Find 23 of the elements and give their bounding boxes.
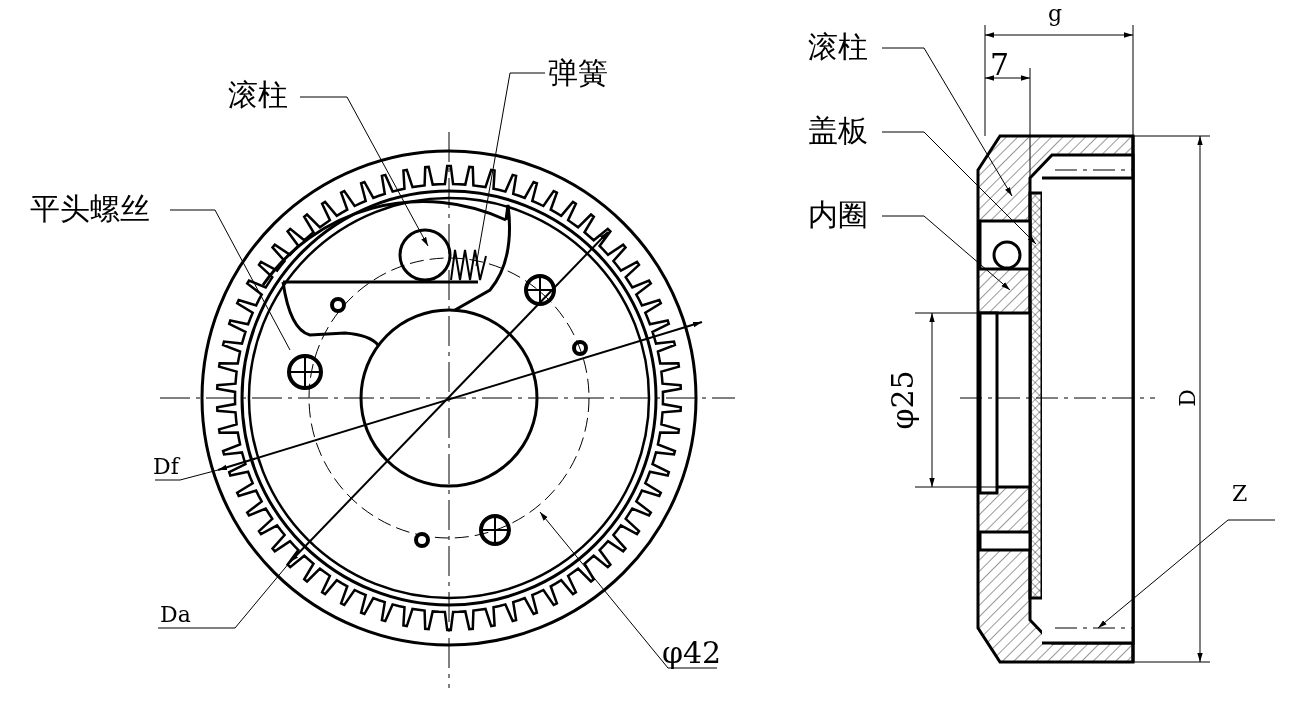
part-label: 滚柱 — [228, 78, 288, 112]
leader-line — [169, 209, 291, 351]
leader-line — [881, 131, 1037, 245]
dimension-value: φ25 — [886, 370, 920, 430]
part-label: φ42 — [662, 636, 722, 670]
part-label: 内圈 — [808, 198, 868, 232]
part-label: Z — [1232, 482, 1248, 506]
part-label: Da — [160, 603, 191, 627]
leader-line — [475, 72, 546, 267]
part-label: 滚柱 — [808, 30, 868, 64]
part-label: 平头螺丝 — [30, 192, 150, 226]
part-label: 盖板 — [808, 114, 868, 148]
dimension-value: g — [1048, 2, 1063, 26]
leader-line — [299, 96, 429, 247]
dimension-value: D — [1176, 389, 1200, 407]
part-label: Df — [153, 455, 179, 479]
leader-line — [539, 511, 718, 669]
leader-line — [881, 215, 1011, 291]
leader-line — [881, 47, 1013, 197]
part-label: 弹簧 — [548, 56, 608, 90]
leader-line — [1097, 519, 1276, 629]
leader-line — [154, 469, 219, 481]
dimension-value: 7 — [990, 48, 1010, 82]
